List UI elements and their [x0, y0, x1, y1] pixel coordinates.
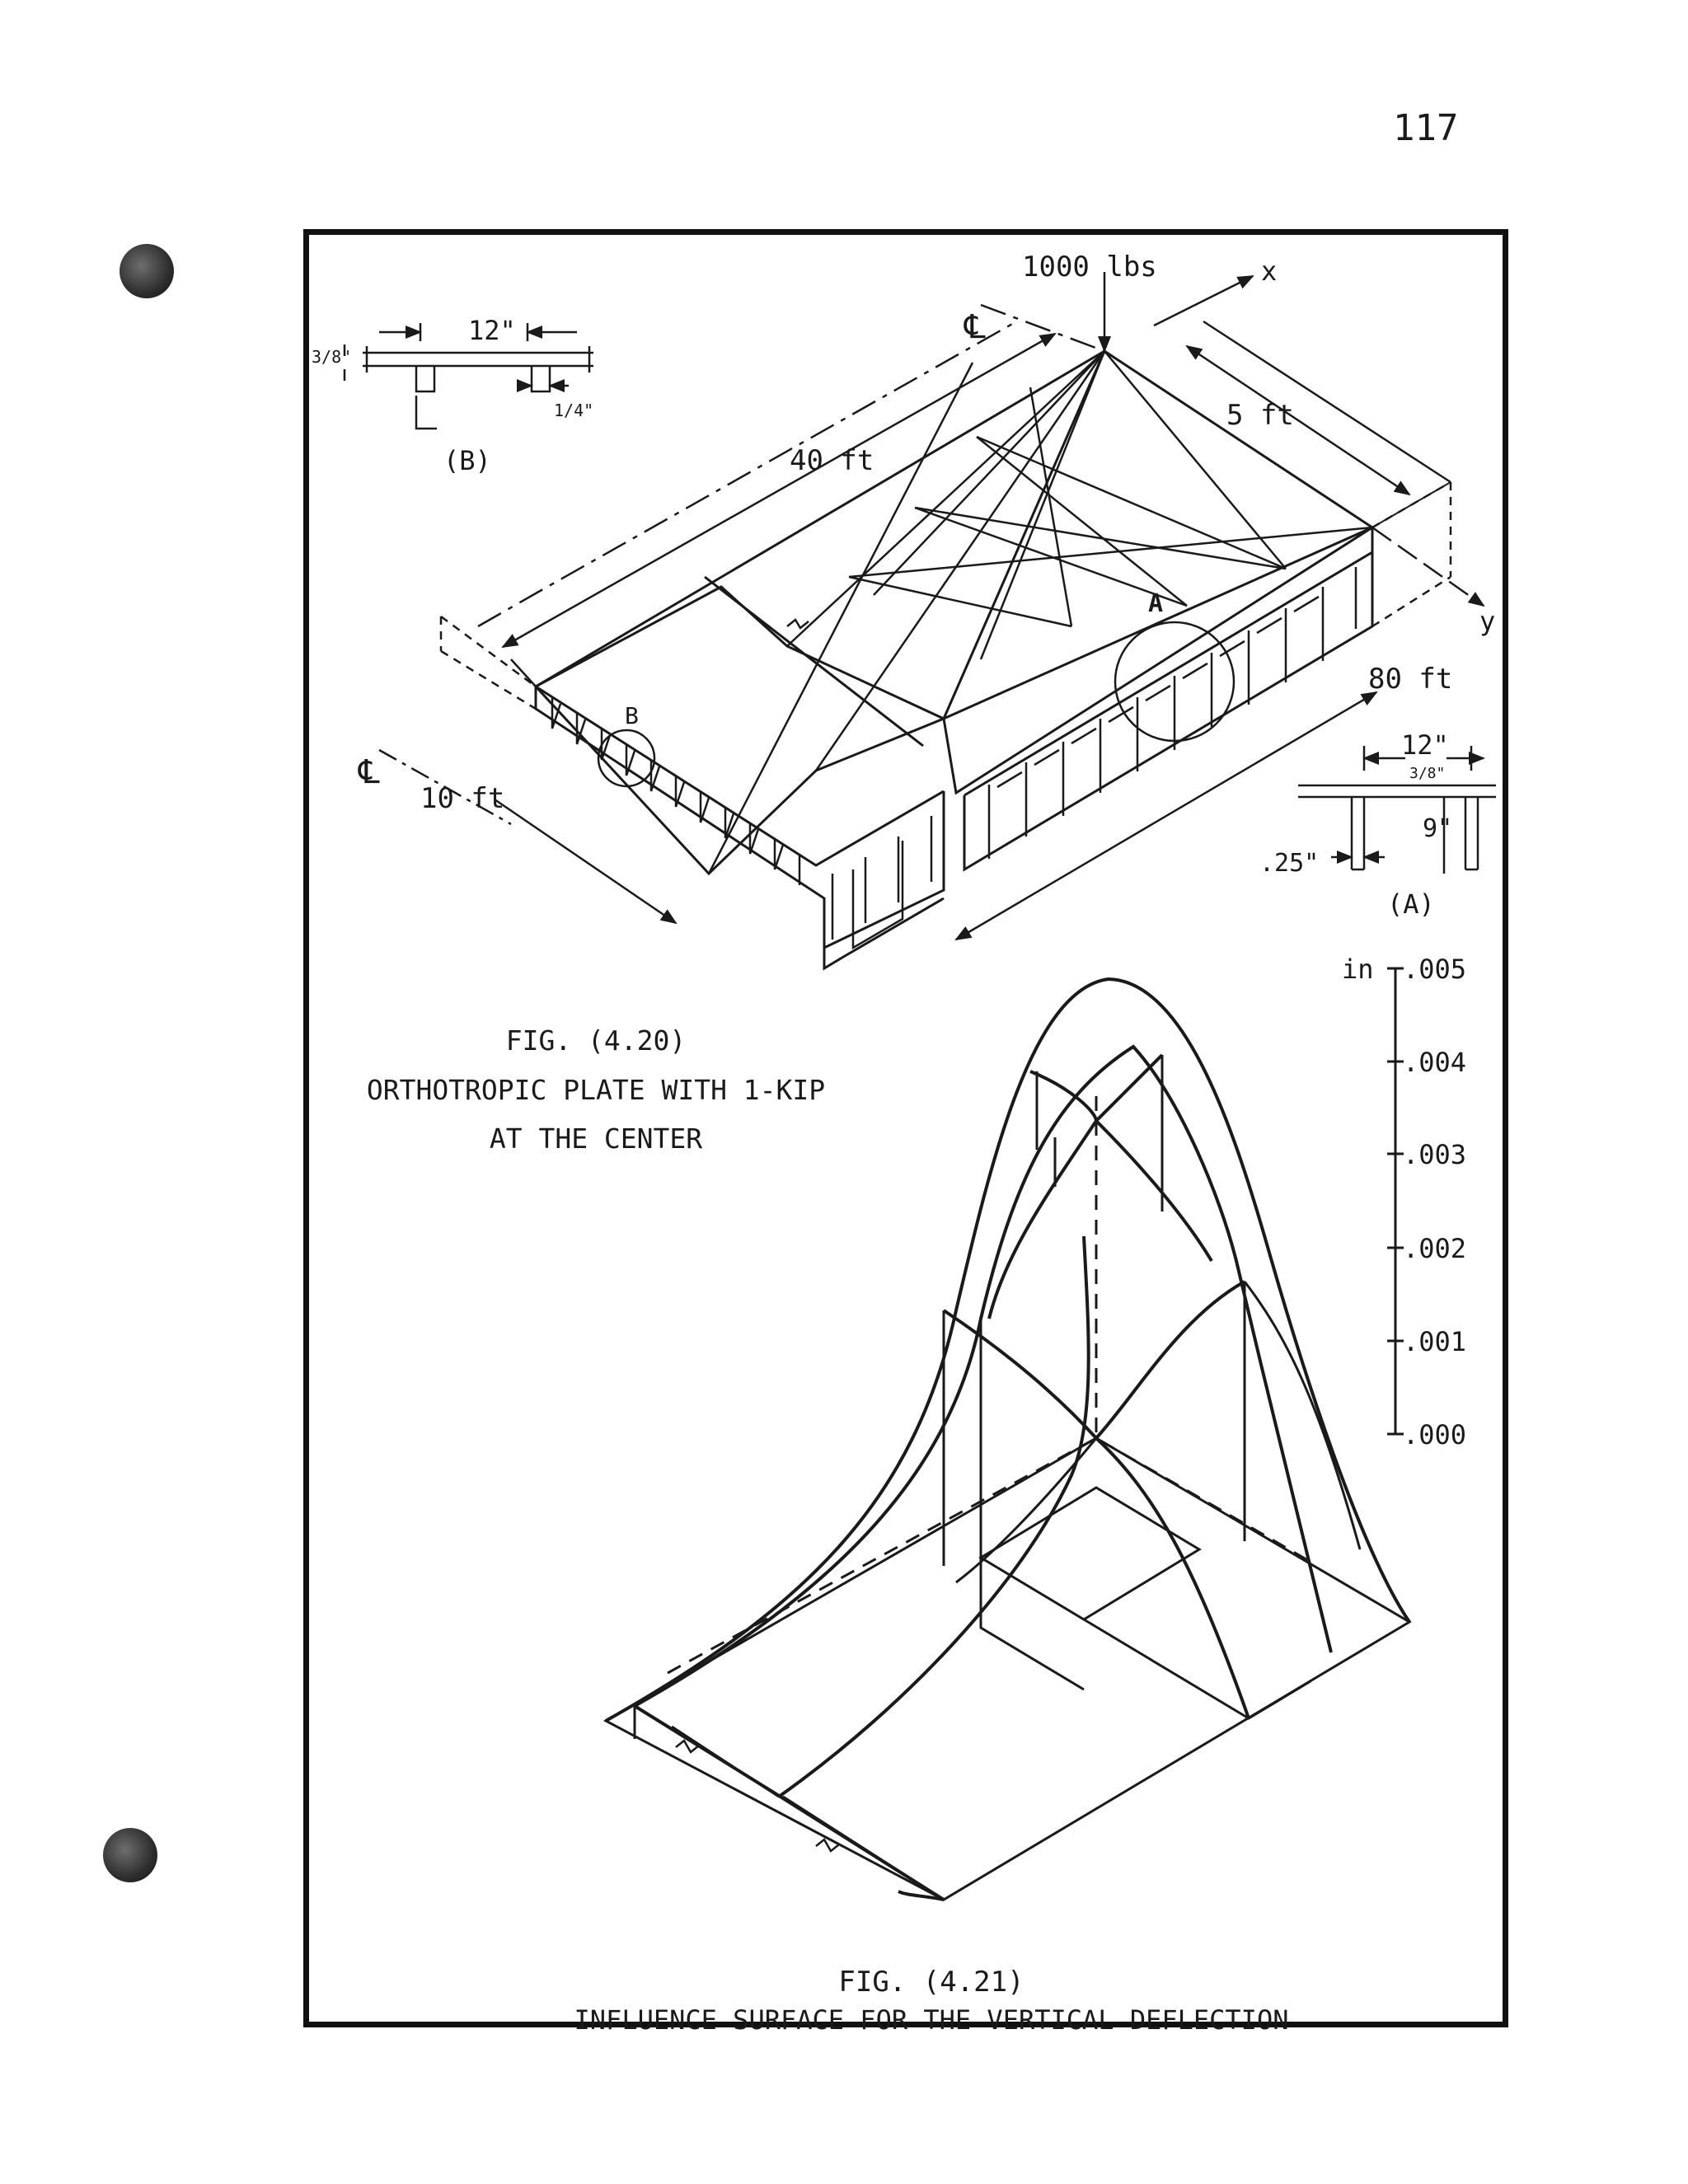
- detail-a-label: (A): [1387, 888, 1435, 920]
- scale-tick-005: .005: [1403, 954, 1466, 985]
- dim-10ft-label: 10 ft: [420, 782, 504, 815]
- dim-80ft-label: 80 ft: [1368, 663, 1452, 696]
- scale-tick-003: .003: [1403, 1139, 1466, 1170]
- detail-b-section: [343, 323, 593, 430]
- influence-surface-drawing: [603, 977, 1412, 1901]
- detail-b-plate-thickness: 3/8": [312, 347, 351, 367]
- axis-y-label: y: [1479, 606, 1495, 637]
- dim-5ft-label: 5 ft: [1226, 399, 1294, 432]
- detail-b-rib-thickness: 1/4": [554, 401, 593, 420]
- fig21-caption-number: FIG. (4.21): [838, 1966, 1025, 1999]
- detail-b-label: (B): [443, 445, 491, 476]
- scale-tick-001: .001: [1403, 1326, 1466, 1357]
- dimension-lines: [378, 272, 1485, 941]
- scale-tick-000: .000: [1403, 1419, 1466, 1451]
- centerline-left-label: ℄: [358, 753, 380, 791]
- scale-tick-002: .002: [1403, 1233, 1466, 1264]
- dim-40ft-label: 40 ft: [790, 444, 874, 477]
- detail-b-spacing: 12": [468, 315, 516, 346]
- deflection-scale: [1387, 967, 1404, 1436]
- detail-b-marker: B: [625, 702, 639, 729]
- binder-hole-bottom: [103, 1828, 157, 1882]
- detail-a-rib-thickness: .25": [1259, 849, 1319, 878]
- detail-a-rib-depth: 9": [1423, 814, 1452, 843]
- surface-ridge-curve: [605, 977, 1411, 1722]
- scale-tick-004: .004: [1403, 1047, 1466, 1078]
- fig21-caption-title: INFLUENCE SURFACE FOR THE VERTICAL DEFLE…: [574, 2004, 1289, 2036]
- axis-x-label: x: [1261, 255, 1277, 287]
- scale-unit: in: [1342, 954, 1374, 985]
- detail-a-plate-thickness: 3/8": [1409, 765, 1445, 782]
- detail-a-marker: A: [1148, 589, 1163, 618]
- detail-a-section: [1298, 746, 1496, 874]
- detail-circles: [597, 621, 1236, 788]
- fig20-caption-line1: ORTHOTROPIC PLATE WITH 1-KIP: [366, 1074, 826, 1106]
- detail-a-spacing: 12": [1401, 729, 1449, 761]
- deck-left-segment: [533, 585, 947, 876]
- centerline-top-label: ℄: [964, 308, 986, 346]
- load-label: 1000 lbs: [1022, 251, 1157, 284]
- binder-hole-top: [120, 244, 174, 298]
- figure-frame: [303, 229, 1508, 2027]
- fig20-caption-number: FIG. (4.20): [505, 1024, 687, 1057]
- fig20-caption-line2: AT THE CENTER: [489, 1122, 703, 1155]
- side-face-front: [534, 687, 945, 950]
- page-number: 117: [1393, 107, 1459, 149]
- base-plane: [603, 1436, 1412, 1901]
